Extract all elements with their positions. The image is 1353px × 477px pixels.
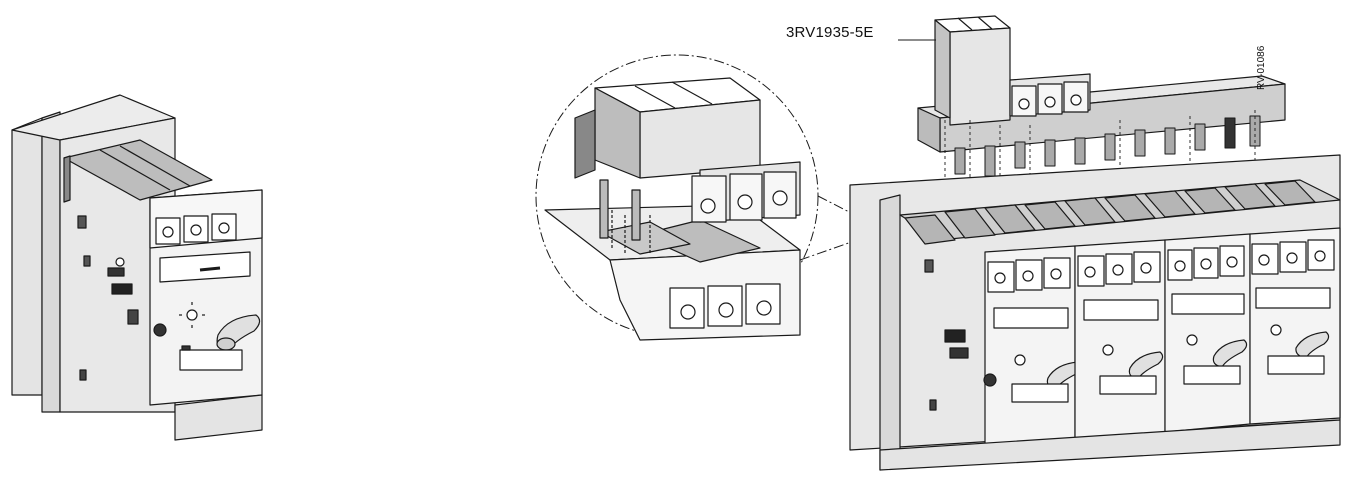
breaker-unit	[1074, 239, 1166, 441]
breaker-unit	[984, 245, 1082, 447]
magnified-detail	[535, 54, 901, 341]
rotary-handle-icon	[216, 314, 261, 352]
part-number-label: 3RV1935-5E	[786, 24, 874, 41]
breaker-assembly	[849, 15, 1341, 471]
single-circuit-breaker	[11, 94, 263, 441]
terminal-screw-icon	[155, 213, 237, 245]
terminal-screw-icon	[669, 283, 781, 329]
breaker-unit	[1164, 233, 1251, 433]
breaker-unit	[1249, 227, 1341, 425]
led-indicator-icon	[179, 302, 205, 328]
drawing-reference-label: RV-01086	[1256, 45, 1267, 90]
